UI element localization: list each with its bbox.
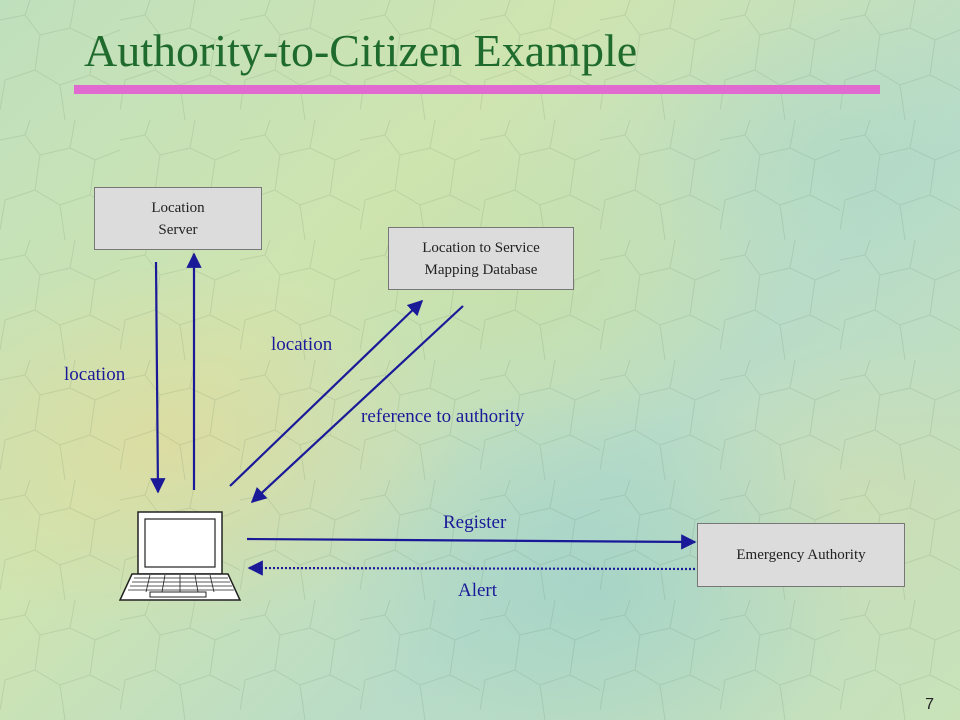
emergency-authority-label: Emergency Authority — [736, 547, 866, 563]
location-server-box: Location Server — [94, 187, 262, 250]
arrow-location-request — [150, 261, 166, 494]
label-location-diagonal: location — [271, 334, 333, 355]
location-server-label: Location Server — [151, 199, 205, 238]
mapping-database-label: Location to Service Mapping Database — [422, 239, 540, 278]
page-number: 7 — [925, 696, 934, 713]
arrow-location-to-database — [229, 299, 424, 487]
emergency-authority-box: Emergency Authority — [697, 523, 905, 587]
label-location-vertical: location — [64, 364, 126, 385]
label-register: Register — [443, 512, 507, 533]
mapping-database-box: Location to Service Mapping Database — [388, 227, 574, 290]
slide-title: Authority-to-Citizen Example — [84, 25, 638, 76]
arrow-register — [246, 534, 697, 550]
arrow-alert — [247, 560, 696, 576]
title-underline — [74, 85, 880, 94]
label-alert: Alert — [458, 580, 498, 601]
label-reference-to-authority: reference to authority — [361, 406, 525, 427]
arrow-reference-to-authority — [250, 305, 464, 504]
laptop-computer-icon — [118, 511, 242, 601]
